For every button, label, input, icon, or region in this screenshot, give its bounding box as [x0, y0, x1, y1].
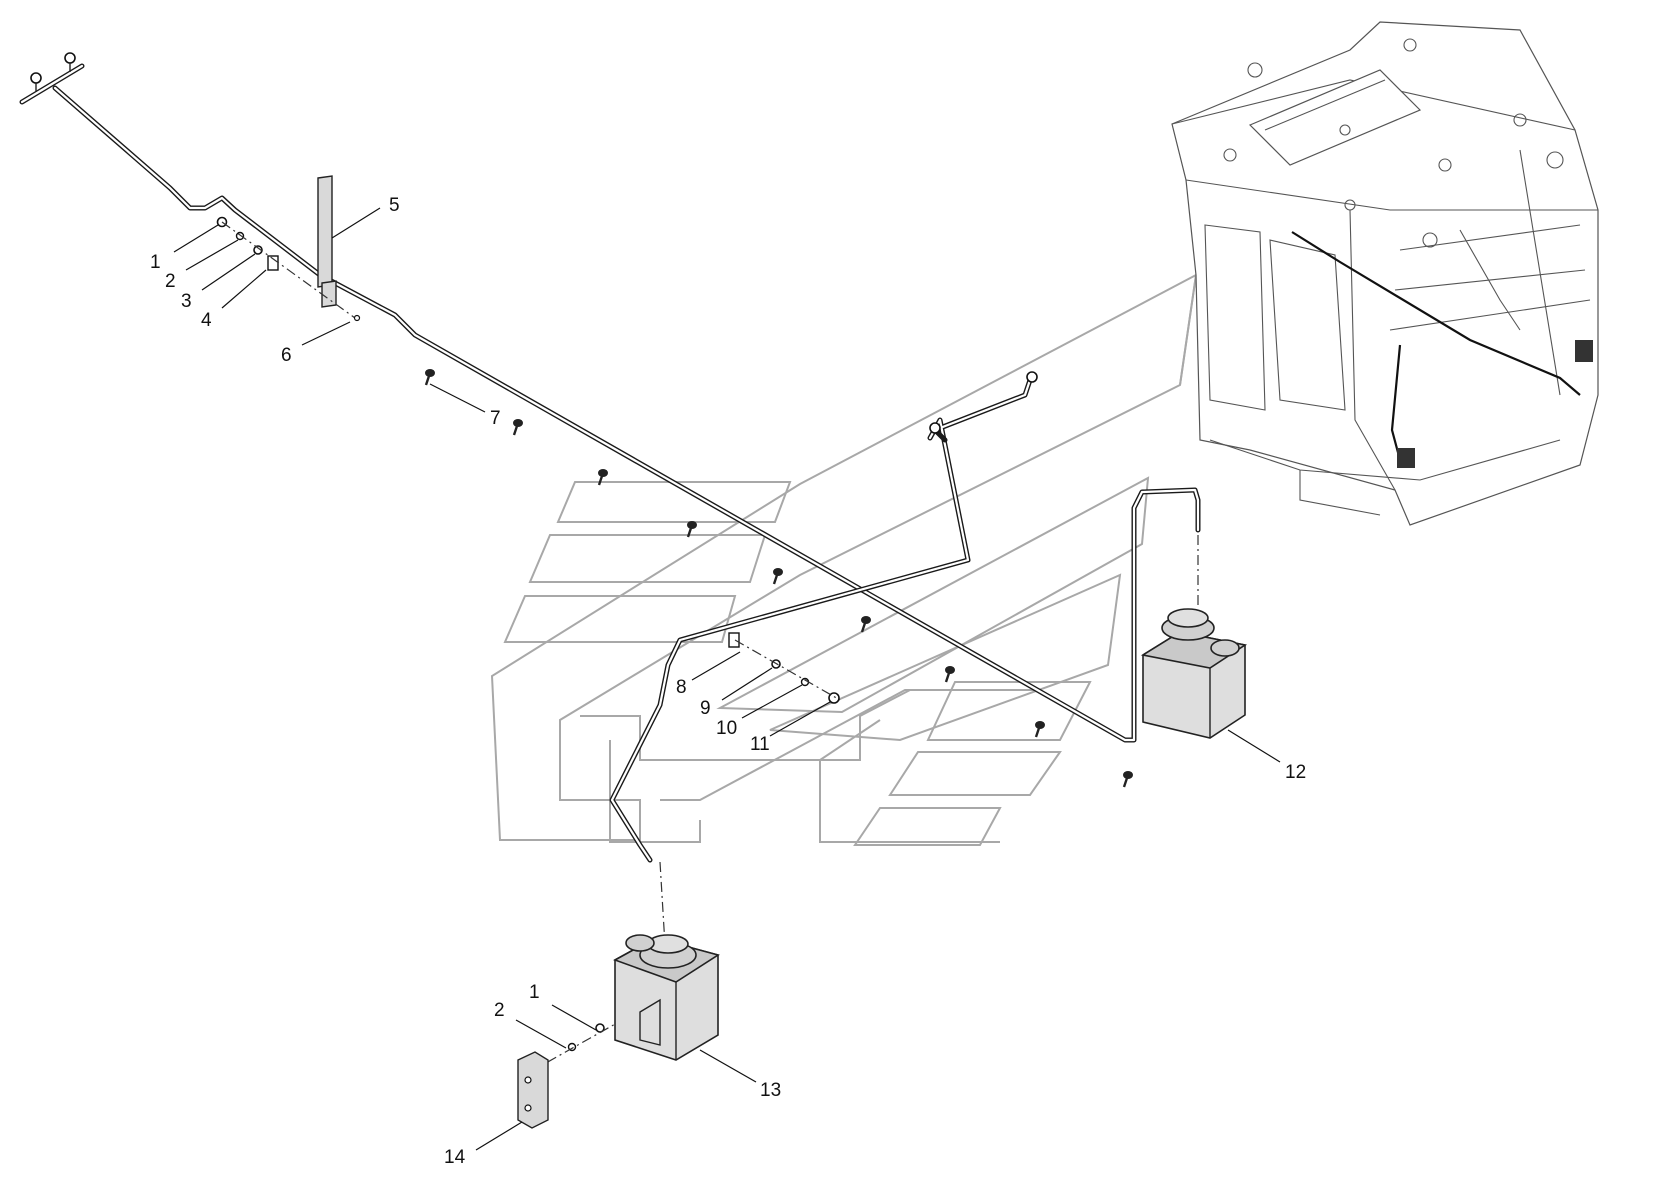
leader-5 [331, 207, 381, 239]
screw-1 [424, 369, 435, 386]
screw-2 [512, 419, 523, 436]
callout-7: 7 [490, 408, 501, 429]
leader-8 [691, 651, 741, 681]
callout-4: 4 [201, 310, 212, 331]
callout-12: 12 [1285, 762, 1306, 783]
leader-14 [475, 1121, 523, 1151]
callout-5: 5 [389, 195, 400, 216]
leader-10 [741, 684, 803, 719]
callout-1a: 1 [150, 252, 161, 273]
washer-hose-main [19, 52, 1201, 743]
callout-14: 14 [444, 1147, 466, 1168]
screw-5 [772, 568, 783, 585]
callout-13: 13 [760, 1080, 781, 1101]
callout-8: 8 [676, 677, 687, 698]
leader-12 [1227, 729, 1281, 763]
cab-assembly-illustration [1171, 21, 1599, 526]
leader-7 [429, 383, 486, 413]
washer-reservoir-12 [1140, 535, 1248, 739]
leader-11 [769, 701, 831, 737]
callout-2b: 2 [494, 1000, 505, 1021]
screw-9 [1122, 771, 1133, 788]
leader-9 [721, 667, 773, 701]
screw-3 [597, 469, 608, 486]
leader-3 [201, 253, 256, 291]
callout-2a: 2 [165, 271, 176, 292]
callout-layer: 1 2 3 4 5 6 7 8 9 10 11 12 13 1 2 14 [150, 195, 1306, 1168]
callout-6: 6 [281, 345, 292, 366]
screw-6 [860, 616, 871, 633]
callout-9: 9 [700, 698, 711, 719]
leader-4 [221, 269, 267, 309]
washer-hose-secondary [609, 371, 1038, 863]
callout-3: 3 [181, 291, 192, 312]
screw-7 [944, 666, 955, 683]
mounting-bracket-14 [517, 1051, 549, 1129]
screw-4 [686, 521, 697, 538]
hose-bracket-5 [317, 175, 337, 308]
washer-reservoir-13 [613, 861, 720, 1061]
machine-ghost-outline [490, 273, 1198, 846]
callout-11: 11 [750, 734, 770, 755]
screw-8 [1034, 721, 1045, 738]
screw-group [424, 369, 1133, 788]
hardware-items [216, 216, 841, 1073]
leader-13 [699, 1049, 757, 1083]
callout-10: 10 [716, 718, 737, 739]
leader-1b [551, 1004, 597, 1031]
callout-1b: 1 [529, 982, 540, 1003]
leader-6 [301, 321, 351, 346]
leader-2a [185, 239, 239, 271]
leader-2b [515, 1019, 567, 1049]
leader-1a [173, 224, 219, 253]
